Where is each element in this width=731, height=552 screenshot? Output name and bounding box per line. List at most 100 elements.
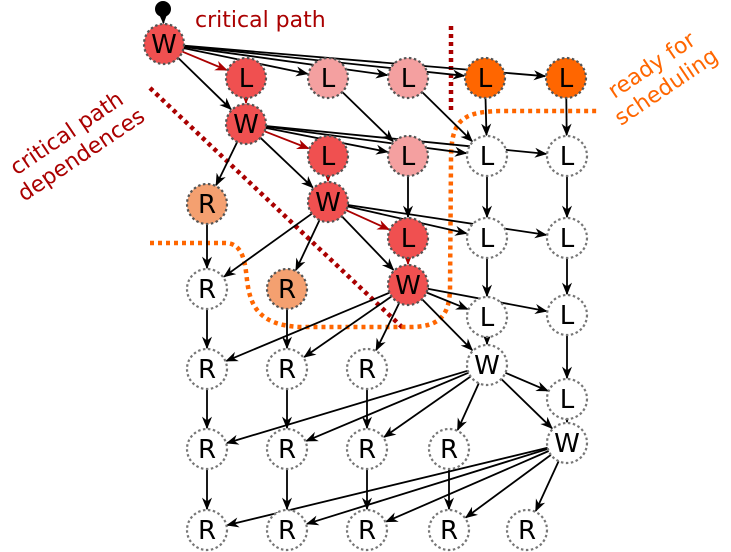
node-circle [345,427,389,471]
edge-w1-l22 [265,125,468,157]
node-label: W [395,271,421,301]
node-circle [265,427,309,471]
edge-w3-r3a [225,291,390,362]
node-circle [185,182,229,226]
node-label: L [239,64,254,94]
node-label: R [278,275,296,305]
node-label: L [560,301,575,331]
edge-w3-r3b [303,295,393,358]
node-r2b: R [265,267,309,311]
node-label: R [198,355,216,385]
node-r3a: R [185,347,229,391]
node-label: W [554,429,580,459]
node-w1: W [224,102,268,146]
node-circle [185,508,229,552]
node-circle [185,347,229,391]
edge-w5-r5b [305,448,549,526]
node-circle [265,347,309,391]
node-l32: L [545,216,589,260]
node-label: R [198,275,216,305]
node-w2: W [306,180,350,224]
node-circle [345,508,389,552]
node-label: L [321,142,336,172]
edge-w0-w1 [177,57,232,111]
node-label: R [358,355,376,385]
node-circle [224,102,268,146]
node-circle [545,421,589,465]
node-label: L [478,64,493,94]
edge-w1-w2 [259,137,314,189]
node-circle [545,377,589,421]
node-circle [465,343,509,387]
edge-w2-l30 [345,209,390,231]
edge-w5-r5e [534,460,560,513]
node-l11: L [306,56,350,100]
edge-w5-r5d [464,454,552,519]
edge-w4-r4b [305,371,469,442]
node-label: R [198,516,216,546]
node-r4a: R [185,427,229,471]
node-label: L [401,64,416,94]
node-label: R [440,435,458,465]
node-l22: L [465,134,509,178]
edge-l11-l21 [341,91,394,143]
edge-w0-l12 [183,45,389,79]
node-label: R [358,435,376,465]
edge-w5-r5c [385,450,550,523]
edge-w4-r4a [225,369,469,445]
node-circle [545,134,589,178]
node-label: L [480,142,495,172]
node-label: L [321,64,336,94]
node-l50: L [545,377,589,421]
node-circle [345,347,389,391]
node-label: W [151,30,177,60]
critical-path-label: critical path [195,8,326,33]
edge-w4-l50 [505,371,549,392]
node-l12: L [386,56,430,100]
node-circle [306,56,350,100]
edge-w4-r4d [456,382,480,432]
node-circle [386,56,430,100]
node-label: R [358,516,376,546]
node-r4c: R [345,427,389,471]
edge-w3-r3c [375,302,401,352]
node-circle [185,267,229,311]
edge-w2-r2a [223,212,313,278]
node-label: W [474,351,500,381]
node-l41: L [545,293,589,337]
node-r5a: R [185,508,229,552]
node-label: L [560,385,575,415]
node-w0: W [142,22,186,66]
node-l20: L [306,134,350,178]
node-label: R [278,435,296,465]
node-circle [306,134,350,178]
node-l23: L [545,134,589,178]
edge-l13-l22 [481,97,492,137]
node-label: W [233,110,259,140]
node-circle [265,267,309,311]
node-circle [465,216,509,260]
node-r5c: R [345,508,389,552]
node-circle [427,508,471,552]
node-r5e: R [505,508,549,552]
node-label: L [560,142,575,172]
node-circle [544,56,588,100]
node-label: R [198,190,216,220]
node-l30: L [386,216,430,260]
edge-w3-w4 [421,298,474,351]
node-r3c: R [345,347,389,391]
edge-w3-l40 [426,291,469,310]
node-w4: W [465,343,509,387]
node-circle [224,56,268,100]
edge-w1-r1 [215,141,239,187]
critical-path-dependences-label: critical path dependences [6,87,150,207]
node-circle [545,293,589,337]
node-circle [306,180,350,224]
node-label: L [560,224,575,254]
node-r5b: R [265,508,309,552]
node-r2a: R [185,267,229,311]
edge-w1-l20 [264,130,310,150]
edge-w4-w5 [500,378,553,430]
